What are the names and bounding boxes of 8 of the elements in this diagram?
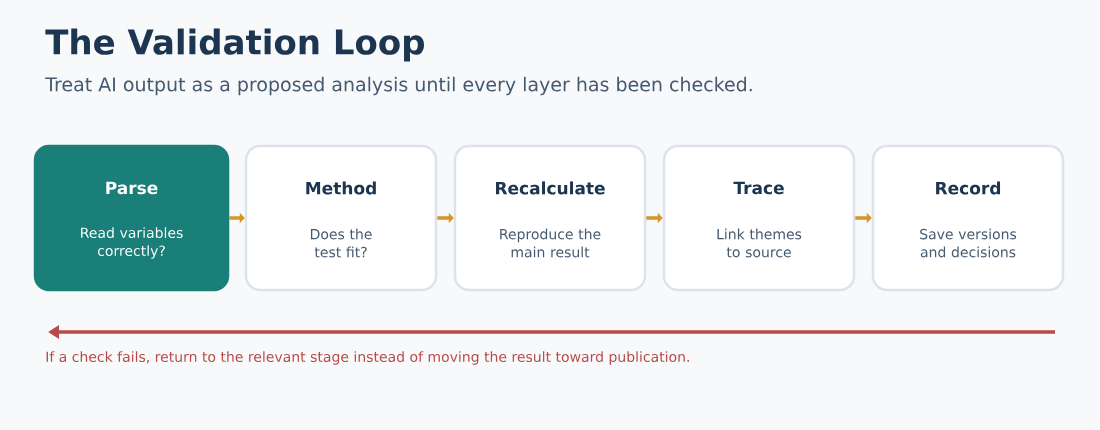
step-card: Method Does the test fit? <box>244 144 438 292</box>
step-card: Trace Link themes to source <box>662 144 856 292</box>
note: If a check fails, return to the relevant stage instead of moving the result toward publication. <box>46 351 689 365</box>
step-card: Recalculate Reproduce the main result <box>453 144 647 292</box>
step-card: Parse Read variables correctly? <box>33 144 230 292</box>
title: The Validation Loop <box>45 28 424 62</box>
subtitle: Treat AI output as a proposed analysis until every layer has been checked. <box>45 76 752 96</box>
step-card: Record Save versions and decisions <box>871 144 1065 292</box>
